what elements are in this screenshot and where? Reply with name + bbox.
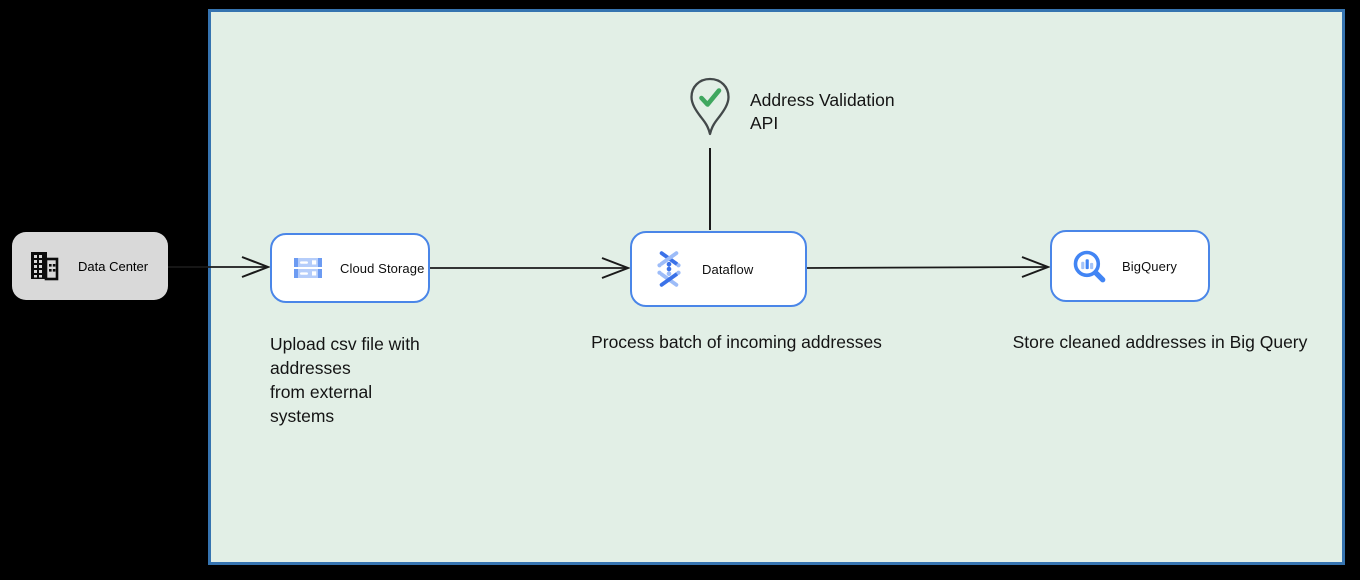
address-validation-pin[interactable] (687, 77, 733, 139)
upload-note-line: systems (270, 406, 335, 426)
store-note: Store cleaned addresses in Big Query (1012, 332, 1308, 352)
dataflow-icon (657, 251, 681, 287)
building-icon (31, 252, 59, 281)
upload-note-line: Upload csv file with (270, 334, 420, 354)
node-dataflow[interactable]: Dataflow (630, 231, 807, 307)
node-label: Cloud Storage (340, 260, 425, 276)
map-pin-check-icon (690, 77, 730, 136)
node-bigquery[interactable]: BigQuery (1050, 230, 1210, 302)
node-data-center[interactable]: Data Center (12, 232, 168, 300)
node-label: BigQuery (1122, 258, 1177, 274)
node-label: Data Center (78, 258, 149, 274)
upload-note-line: from external (270, 382, 373, 402)
node-label: Dataflow (702, 261, 754, 277)
address-validation-line2: API (750, 113, 779, 133)
process-note: Process batch of incoming addresses (591, 332, 882, 352)
address-validation-line1: Address Validation (750, 90, 895, 110)
node-cloud-storage[interactable]: Cloud Storage (270, 233, 430, 303)
cloud-storage-icon (294, 258, 322, 278)
address-validation-label: Address Validation API (750, 89, 970, 135)
upload-note-line: addresses (270, 358, 351, 378)
bigquery-icon (1073, 250, 1106, 283)
upload-note: Upload csv file with addresses from exte… (270, 332, 540, 428)
